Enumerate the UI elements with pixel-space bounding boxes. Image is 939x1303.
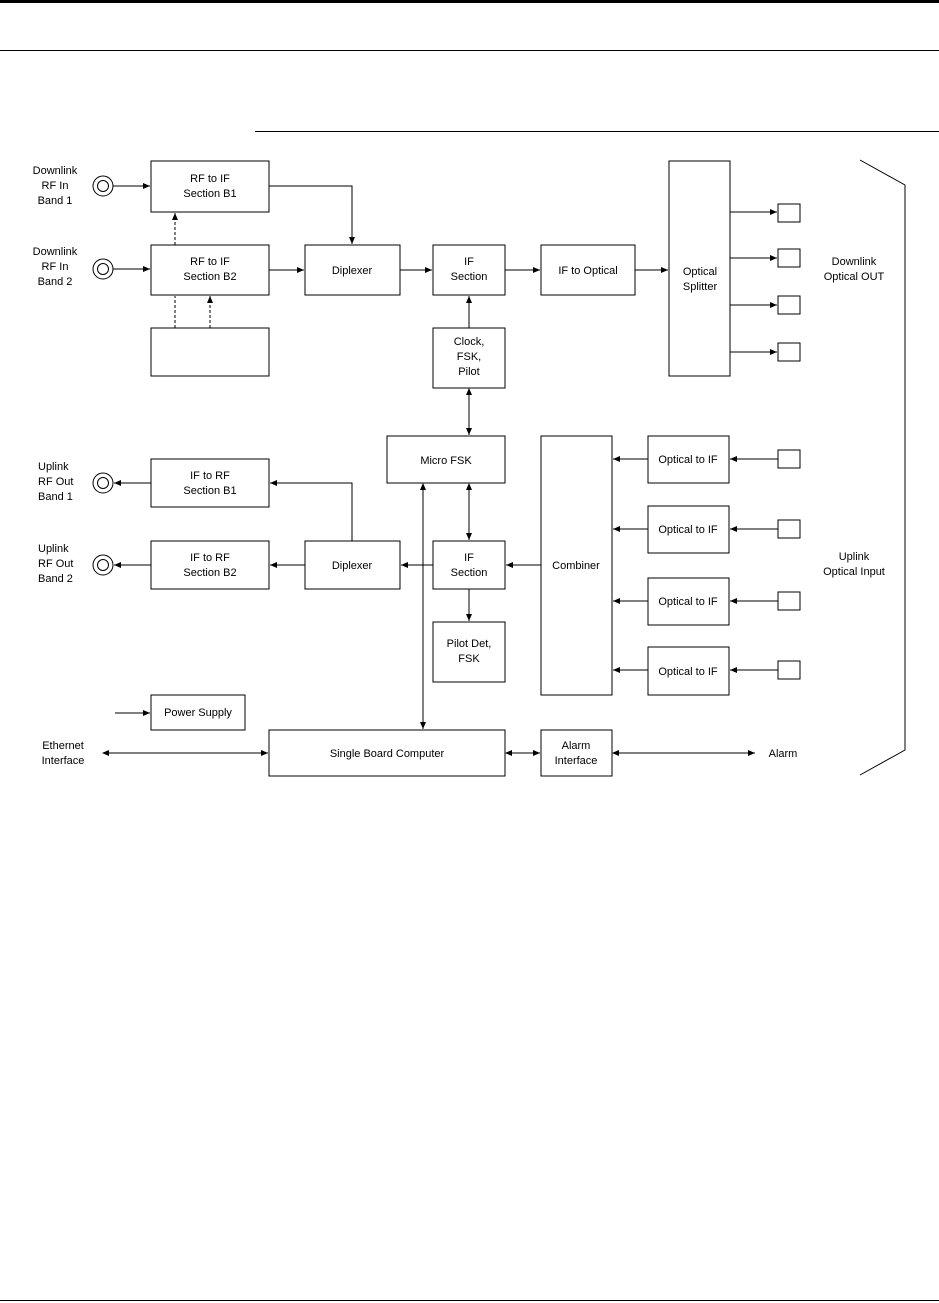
rf-connector-ul-b1 <box>92 472 114 494</box>
block-if-section-ul <box>432 540 506 590</box>
block-alarm-interface <box>540 729 613 777</box>
optical-port-out-3 <box>777 295 801 315</box>
block-micro-fsk <box>386 435 506 484</box>
rf-connector-dl-b1 <box>92 175 114 197</box>
block-rf-if-b1 <box>150 160 270 213</box>
label-alarm: Alarm <box>769 748 798 760</box>
block-if-rf-b2 <box>150 540 270 590</box>
block-if-to-optical <box>540 244 636 296</box>
text-optical-to-if-4: Optical to IF <box>658 666 718 678</box>
block-if-rf-b1 <box>150 458 270 508</box>
block-clock-fsk-pilot <box>432 327 506 389</box>
header-top-rule <box>0 0 939 3</box>
block-rf-if-b2 <box>150 244 270 296</box>
text-single-board-computer: Single Board Computer <box>330 748 445 760</box>
text-combiner: Combiner <box>552 560 600 572</box>
block-power-supply <box>150 694 246 731</box>
text-optical-to-if-1: Optical to IF <box>658 454 718 466</box>
text-if-to-optical: IF to Optical <box>558 265 617 277</box>
block-diplexer-dl <box>304 244 401 296</box>
optical-port-out-1 <box>777 203 801 223</box>
block-diplexer-ul <box>304 540 401 590</box>
block-blank <box>150 327 270 377</box>
optical-bracket <box>859 159 906 776</box>
text-diplexer-dl: Diplexer <box>332 265 373 277</box>
text-optical-to-if-3: Optical to IF <box>658 596 718 608</box>
block-pilot-det-fsk <box>432 621 506 683</box>
rf-connector-ul-b2 <box>92 554 114 576</box>
text-power-supply: Power Supply <box>164 707 232 719</box>
signal-lines <box>102 183 778 756</box>
optical-port-in-1 <box>777 449 801 469</box>
block-optical-splitter <box>668 160 731 377</box>
optical-port-out-2 <box>777 248 801 268</box>
text-diplexer-ul: Diplexer <box>332 560 373 572</box>
footer-rule <box>0 1300 939 1301</box>
block-single-board-computer <box>268 729 506 777</box>
block-if-section-dl <box>432 244 506 296</box>
text-clock-fsk-pilot: Clock,FSK,Pilot <box>454 336 485 378</box>
optical-port-in-4 <box>777 660 801 680</box>
text-micro-fsk: Micro FSK <box>420 455 472 467</box>
text-pilot-det-fsk: Pilot Det,FSK <box>447 638 492 665</box>
figure-title-rule <box>255 131 939 132</box>
text-optical-to-if-2: Optical to IF <box>658 524 718 536</box>
block-optical-to-if-3 <box>647 577 730 626</box>
header-bottom-rule <box>0 50 939 51</box>
rf-connector-dl-b2 <box>92 258 114 280</box>
optical-port-in-2 <box>777 519 801 539</box>
block-combiner <box>540 435 613 696</box>
block-optical-to-if-4 <box>647 646 730 696</box>
optical-port-out-4 <box>777 342 801 362</box>
optical-port-in-3 <box>777 591 801 611</box>
